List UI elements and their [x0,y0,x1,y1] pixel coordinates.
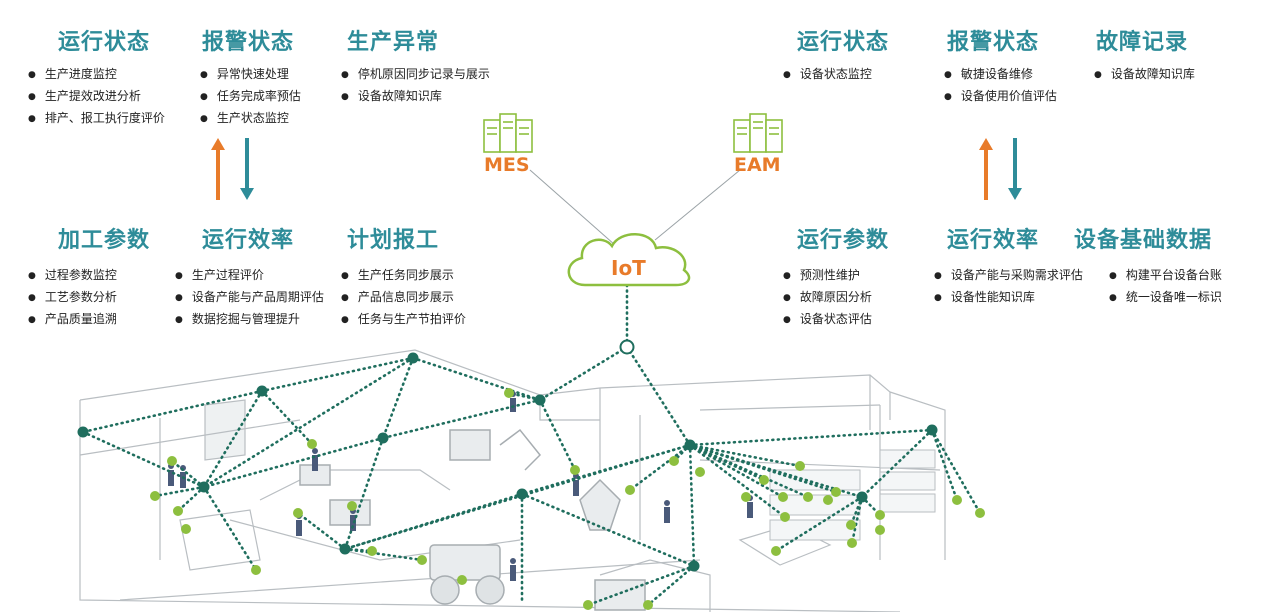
left-top-title-3: 生产异常 [347,30,440,55]
left-top-title-2: 报警状态 [202,30,295,55]
hub-nodes [77,352,938,572]
left-bottom-title-3: 计划报工 [347,228,440,253]
sync-arrows-icon [979,138,1022,200]
list-item: 设备状态监控 [783,64,872,86]
list-item: 构建平台设备台账 [1109,265,1222,287]
list-item: 敏捷设备维修 [944,64,1057,86]
list-item: 任务与生产节拍评价 [341,309,466,331]
right-bottom-list-3: 构建平台设备台账 统一设备唯一标识 [1109,265,1222,309]
eam-server-icon [733,113,783,153]
iot-cloud-icon [567,233,691,287]
list-item: 产品信息同步展示 [341,287,466,309]
right-bottom-title-1: 运行参数 [797,228,890,253]
right-top-list-1: 设备状态监控 [783,64,872,86]
list-item: 设备产能与产品周期评估 [175,287,324,309]
right-bottom-list-2: 设备产能与采购需求评估 设备性能知识库 [934,265,1083,309]
gateway-node [619,339,635,355]
right-top-title-1: 运行状态 [797,30,890,55]
machines [299,428,646,611]
left-bottom-list-1: 过程参数监控 工艺参数分析 产品质量追溯 [28,265,117,331]
right-top-title-2: 报警状态 [947,30,1040,55]
list-item: 设备故障知识库 [341,86,490,108]
left-top-list-2: 异常快速处理 任务完成率预估 生产状态监控 [200,64,301,130]
mes-server-icon [483,113,533,153]
list-item: 工艺参数分析 [28,287,117,309]
list-item: 过程参数监控 [28,265,117,287]
right-top-list-3: 设备故障知识库 [1094,64,1195,86]
mes-label: MES [484,154,530,176]
list-item: 生产状态监控 [200,108,301,130]
list-item: 统一设备唯一标识 [1109,287,1222,309]
list-item: 停机原因同步记录与展示 [341,64,490,86]
list-item: 生产过程评价 [175,265,324,287]
list-item: 设备性能知识库 [934,287,1083,309]
left-bottom-title-1: 加工参数 [58,228,151,253]
list-item: 设备使用价值评估 [944,86,1057,108]
list-item: 生产进度监控 [28,64,165,86]
right-bottom-list-1: 预测性维护 故障原因分析 设备状态评估 [783,265,872,331]
sync-arrows-icon [211,138,254,200]
left-top-title-1: 运行状态 [58,30,151,55]
left-bottom-list-2: 生产过程评价 设备产能与产品周期评估 数据挖掘与管理提升 [175,265,324,331]
list-item: 生产任务同步展示 [341,265,466,287]
left-top-list-3: 停机原因同步记录与展示 设备故障知识库 [341,64,490,108]
eam-label: EAM [734,154,781,176]
list-item: 排产、报工执行度评价 [28,108,165,130]
list-item: 异常快速处理 [200,64,301,86]
list-item: 设备产能与采购需求评估 [934,265,1083,287]
list-item: 数据挖掘与管理提升 [175,309,324,331]
left-bottom-title-2: 运行效率 [202,228,295,253]
right-bottom-title-2: 运行效率 [947,228,1040,253]
list-item: 故障原因分析 [783,287,872,309]
left-bottom-list-3: 生产任务同步展示 产品信息同步展示 任务与生产节拍评价 [341,265,466,331]
right-top-list-2: 敏捷设备维修 设备使用价值评估 [944,64,1057,108]
left-top-list-1: 生产进度监控 生产提效改进分析 排产、报工执行度评价 [28,64,165,130]
device-nodes [150,388,985,610]
list-item: 设备故障知识库 [1094,64,1195,86]
warehouse-shelves [769,449,936,541]
list-item: 生产提效改进分析 [28,86,165,108]
iot-label: IoT [611,256,646,280]
right-top-title-3: 故障记录 [1096,30,1189,55]
right-bottom-title-3: 设备基础数据 [1074,228,1213,253]
list-item: 预测性维护 [783,265,872,287]
list-item: 任务完成率预估 [200,86,301,108]
list-item: 产品质量追溯 [28,309,117,331]
list-item: 设备状态评估 [783,309,872,331]
